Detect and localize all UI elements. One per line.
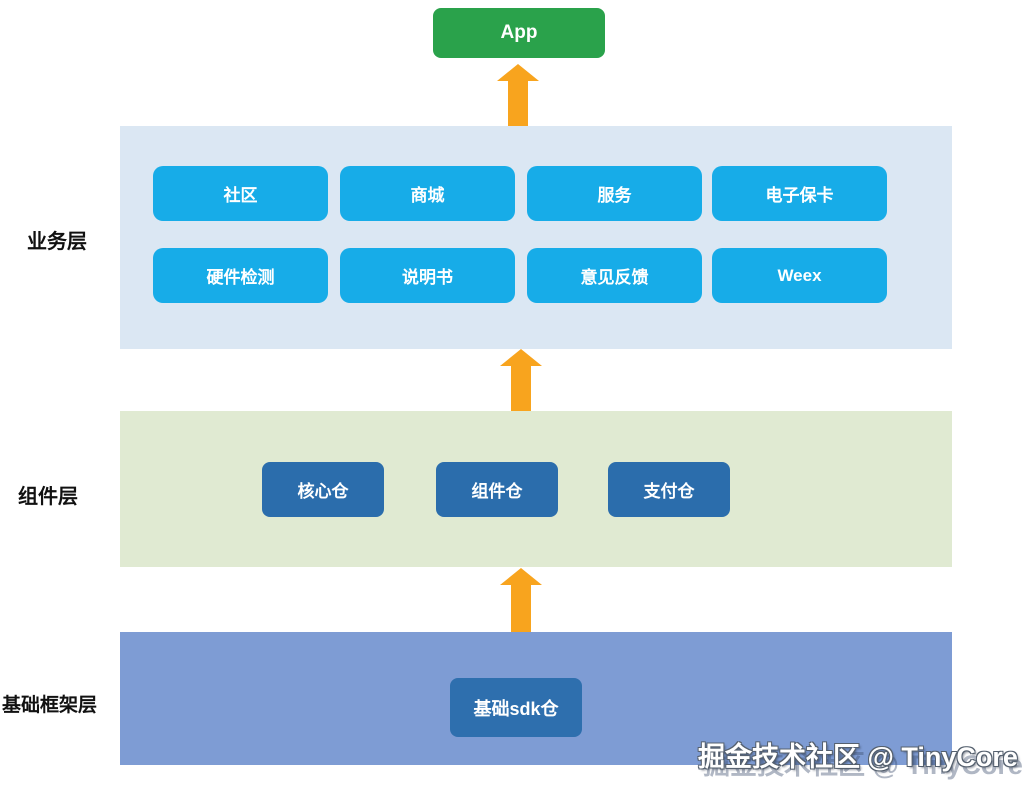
up-arrow-icon (500, 568, 542, 632)
node-core-repo: 核心仓 (262, 462, 384, 517)
arrow-head-icon (497, 64, 539, 81)
layer-foundation: 基础sdk仓 (120, 632, 952, 765)
up-arrow-icon (497, 64, 539, 126)
arrow-shaft (511, 585, 531, 632)
layer-label-component: 组件层 (18, 486, 78, 508)
node-hardware-check: 硬件检测 (153, 248, 328, 303)
layer-label-business: 业务层 (27, 231, 87, 253)
node-manual: 说明书 (340, 248, 515, 303)
node-mall: 商城 (340, 166, 515, 221)
watermark-ghost: 掘金技术社区 @ TinyCore (703, 750, 1023, 780)
node-base-sdk-repo: 基础sdk仓 (450, 678, 582, 737)
watermark: 掘金技术社区 @ TinyCore 掘金技术社区 @ TinyCore (698, 735, 1023, 780)
layer-component: 核心仓 组件仓 支付仓 (120, 411, 952, 567)
arrow-head-icon (500, 349, 542, 366)
node-component-repo: 组件仓 (436, 462, 558, 517)
node-feedback: 意见反馈 (527, 248, 702, 303)
arrow-shaft (508, 81, 528, 126)
node-community: 社区 (153, 166, 328, 221)
node-payment-repo: 支付仓 (608, 462, 730, 517)
up-arrow-icon (500, 349, 542, 411)
arrow-shaft (511, 366, 531, 411)
layer-label-foundation: 基础框架层 (2, 695, 98, 716)
arrow-head-icon (500, 568, 542, 585)
app-node: App (433, 8, 605, 58)
watermark-text: 掘金技术社区 @ TinyCore (698, 742, 1018, 772)
node-service: 服务 (527, 166, 702, 221)
node-weex: Weex (712, 248, 887, 303)
layer-business: 社区 商城 服务 电子保卡 硬件检测 说明书 意见反馈 Weex (120, 126, 952, 349)
node-ecard: 电子保卡 (712, 166, 887, 221)
